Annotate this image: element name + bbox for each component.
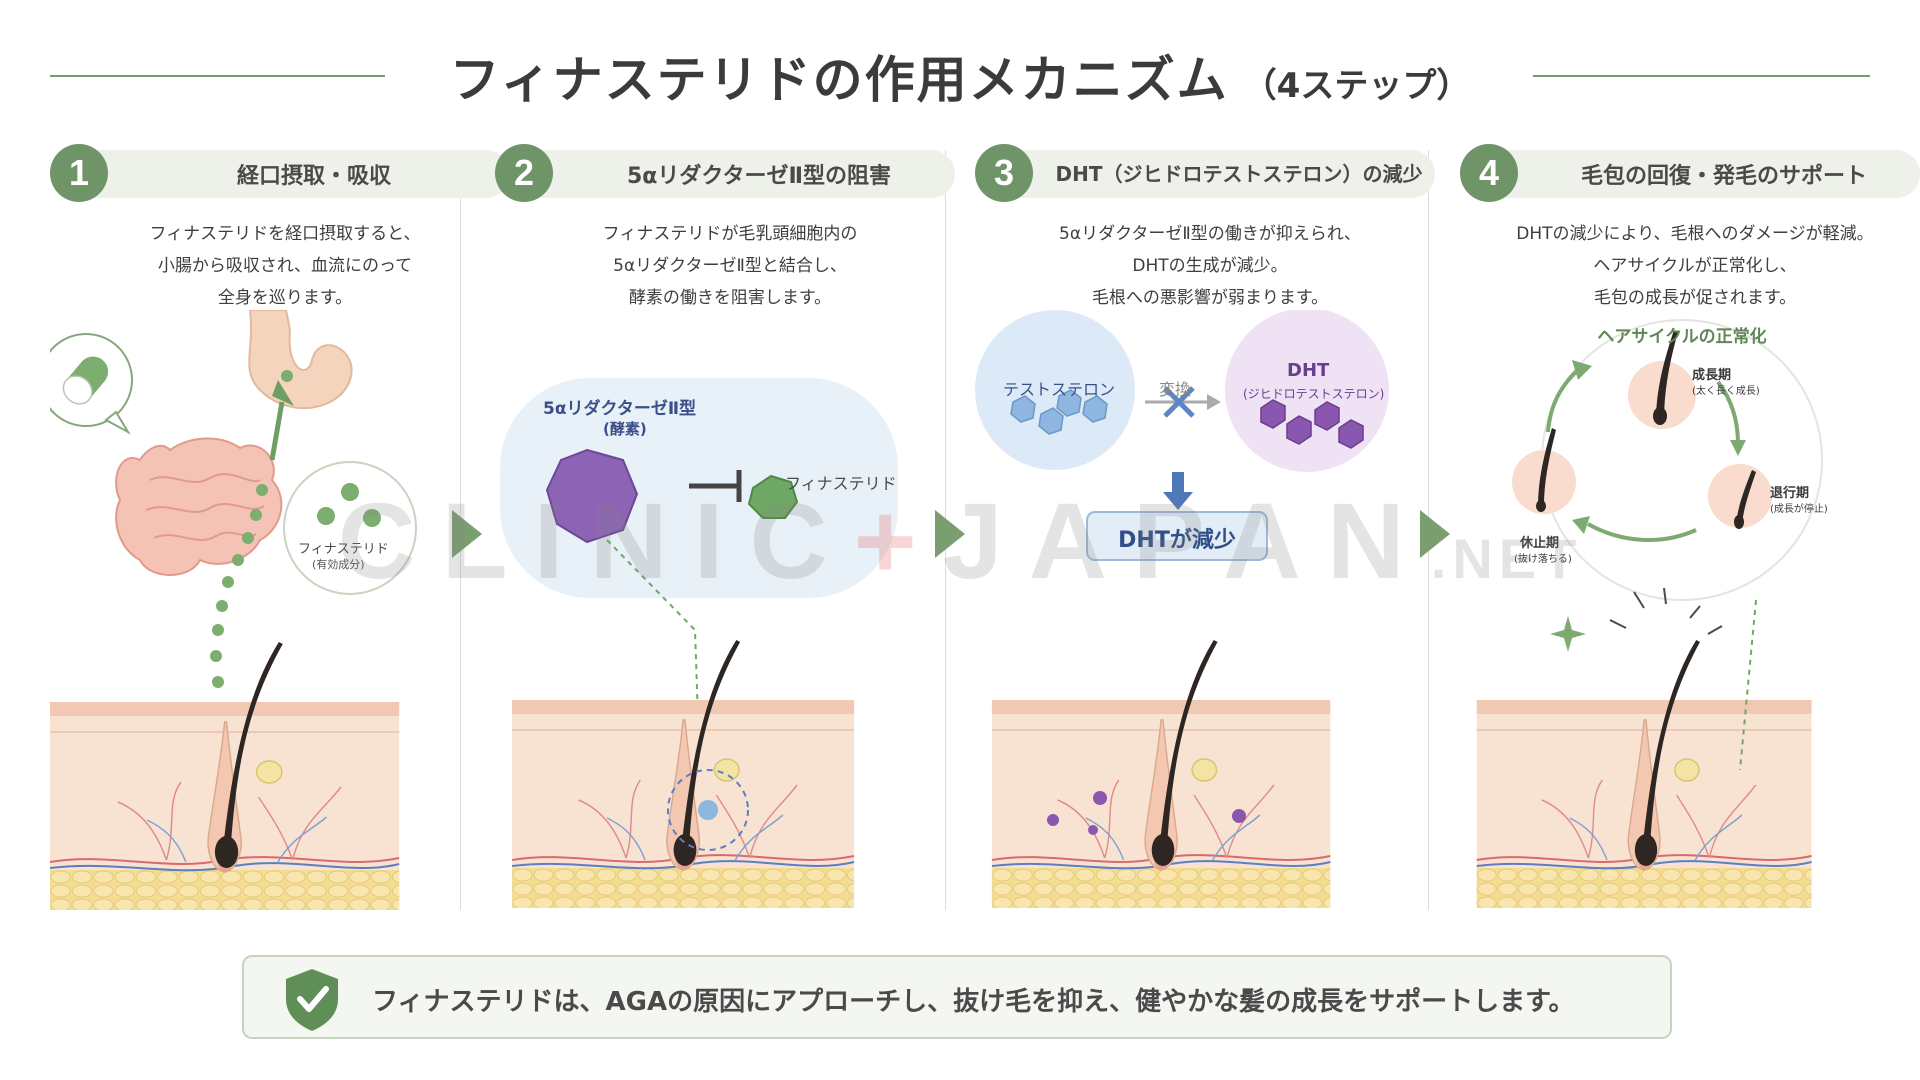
step-2-desc-line: 酵素の働きを阻害します。	[628, 288, 832, 308]
testosterone-label: テストステロン	[1003, 380, 1116, 399]
page-title: フィナステリドの作用メカニズム （4ステップ）	[420, 40, 1500, 112]
step-2-description: フィナステリドが毛乳頭細胞内の 5αリダクターゼⅡ型と結合し、 酵素の働きを阻害…	[495, 218, 965, 314]
step-2-title: 5αリダクターゼⅡ型の阻害	[626, 164, 892, 189]
enzyme-molecule	[545, 448, 639, 544]
step-4-desc-line: ヘアサイクルが正常化し、	[1593, 256, 1797, 276]
title-sub: （4ステップ）	[1242, 66, 1471, 106]
cross-icon	[1163, 386, 1195, 418]
step-1-panel: 1 経口摂取・吸収 フィナステリドを経口摂取すると、 小腸から吸収され、血流にの…	[50, 140, 520, 920]
arrow-right-icon	[1420, 510, 1450, 558]
step-1-description: フィナステリドを経口摂取すると、 小腸から吸収され、血流にのって 全身を巡ります…	[50, 218, 520, 314]
dht-reduction-illustration	[975, 310, 1389, 909]
step-2-desc-line: フィナステリドが毛乳頭細胞内の	[602, 224, 858, 244]
resting-phase-sublabel: (抜け落ちる)	[1514, 554, 1572, 565]
step-3-desc-line: 5αリダクターゼⅡ型の働きが抑えられ、	[1059, 224, 1361, 244]
regression-phase-label: 退行期	[1770, 486, 1810, 501]
step-2-header: 2 5αリダクターゼⅡ型の阻害	[495, 144, 965, 202]
regression-phase-sublabel: (成長が停止)	[1770, 504, 1828, 515]
drug-bubble	[283, 461, 417, 595]
step-3-desc-line: DHTの生成が減少。	[1132, 256, 1288, 276]
step-4-title: 毛包の回復・発毛のサポート	[1580, 164, 1867, 189]
convert-label: 変換	[1159, 380, 1192, 399]
title-main: フィナステリドの作用メカニズム	[449, 51, 1229, 109]
resting-phase-label: 休止期	[1520, 536, 1560, 551]
step-3-number: 3	[975, 144, 1033, 202]
step-4-illustration: ヘアサイクルの正常化 成長期 (太く長く成長) 退行期 (成長が停止) 休止期 …	[1460, 310, 1920, 910]
regression-phase-follicle	[1708, 464, 1772, 529]
step-4-desc-line: DHTの減少により、毛根へのダメージが軽減。	[1516, 224, 1874, 244]
enzyme-inhibition-illustration	[500, 378, 898, 909]
step-1-title: 経口摂取・吸収	[236, 164, 391, 189]
step-4-description: DHTの減少により、毛根へのダメージが軽減。 ヘアサイクルが正常化し、 毛包の成…	[1460, 218, 1920, 314]
step-4-number: 4	[1460, 144, 1518, 202]
step-1-number: 1	[50, 144, 108, 202]
step-2-number: 2	[495, 144, 553, 202]
step-3-description: 5αリダクターゼⅡ型の働きが抑えられ、 DHTの生成が減少。 毛根への悪影響が弱…	[975, 218, 1445, 314]
down-arrow-icon	[1163, 472, 1193, 510]
step-1-desc-line: 小腸から吸収され、血流にのって	[157, 256, 413, 276]
step-1-illustration: フィナステリド (有効成分)	[50, 310, 520, 910]
step-4-panel: 4 毛包の回復・発毛のサポート DHTの減少により、毛根へのダメージが軽減。 ヘ…	[1460, 140, 1920, 920]
stomach	[248, 310, 353, 410]
summary-text: フィナステリドは、AGAの原因にアプローチし、抜け毛を抑え、健やかな髪の成長をサ…	[372, 987, 1575, 1017]
growth-phase-follicle	[1628, 330, 1696, 429]
drug-label: フィナステリド	[785, 474, 897, 493]
cycle-title: ヘアサイクルの正常化	[1597, 327, 1767, 347]
step-3-illustration: テストステロン 変換 DHT (ジヒドロテストステロン) DHTが減少	[975, 310, 1445, 910]
enzyme-label: 5αリダクターゼⅡ型	[543, 399, 697, 419]
scattered-dht	[1047, 791, 1246, 835]
shield-check-icon	[286, 969, 338, 1031]
step-1-desc-line: フィナステリドを経口摂取すると、	[149, 224, 421, 244]
dht-decrease-badge	[1086, 511, 1268, 561]
enzyme-sublabel: (酵素)	[603, 420, 647, 438]
dht-label: DHT	[1287, 360, 1330, 381]
step-2-desc-line: 5αリダクターゼⅡ型と結合し、	[613, 256, 847, 276]
hair-cycle-circle	[1541, 319, 1823, 601]
drug-label: フィナステリド	[298, 542, 389, 557]
step-1-desc-line: 全身を巡ります。	[217, 288, 353, 308]
intestines	[115, 437, 283, 576]
growth-phase-sublabel: (太く長く成長)	[1692, 386, 1760, 397]
step-2-pill	[515, 150, 955, 198]
title-row: フィナステリドの作用メカニズム （4ステップ）	[0, 40, 1920, 110]
step-1-pill	[70, 150, 510, 198]
dht-molecules	[1260, 399, 1364, 449]
step-4-desc-line: 毛包の成長が促されます。	[1593, 288, 1797, 308]
resting-phase-follicle	[1512, 428, 1576, 514]
cycle-arrows	[1546, 366, 1740, 542]
drug-sublabel: (有効成分)	[312, 558, 365, 571]
summary-banner: フィナステリドは、AGAの原因にアプローチし、抜け毛を抑え、健やかな髪の成長をサ…	[242, 955, 1672, 1039]
arrow-right-icon	[935, 510, 965, 558]
step-2-illustration: 5αリダクターゼⅡ型 (酵素) フィナステリド	[495, 310, 965, 910]
step-4-pill	[1480, 150, 1920, 198]
shine-lines	[1609, 587, 1723, 635]
growth-phase-label: 成長期	[1692, 368, 1732, 383]
step-3-pill	[995, 150, 1435, 198]
title-divider-right	[1533, 75, 1870, 77]
digestive-system-illustration	[50, 310, 417, 910]
step-3-title: DHT（ジヒドロテストステロン）の減少	[1055, 162, 1423, 186]
testosterone-bubble	[975, 310, 1135, 470]
dht-sublabel: (ジヒドロテストステロン)	[1243, 387, 1385, 401]
step-3-header: 3 DHT（ジヒドロテストステロン）の減少	[975, 144, 1445, 202]
capsule-icon	[50, 333, 133, 435]
title-divider-left	[50, 75, 385, 77]
step-1-header: 1 経口摂取・吸収	[50, 144, 520, 202]
dermal-papilla-highlight	[667, 769, 749, 851]
step-2-panel: 2 5αリダクターゼⅡ型の阻害 フィナステリドが毛乳頭細胞内の 5αリダクターゼ…	[495, 140, 965, 920]
step-3-panel: 3 DHT（ジヒドロテストステロン）の減少 5αリダクターゼⅡ型の働きが抑えられ…	[975, 140, 1445, 920]
hair-cycle-illustration	[1475, 319, 1823, 909]
finasteride-molecule	[747, 474, 799, 519]
step-3-desc-line: 毛根への悪影響が弱まります。	[1091, 288, 1329, 308]
arrow-right-icon	[452, 510, 482, 558]
dht-decrease-label: DHTが減少	[1118, 528, 1236, 553]
inhibit-icon	[689, 470, 742, 502]
step-4-header: 4 毛包の回復・発毛のサポート	[1460, 144, 1920, 202]
cycle-arrowheads	[1572, 360, 1746, 534]
testosterone-molecules	[1010, 389, 1108, 435]
